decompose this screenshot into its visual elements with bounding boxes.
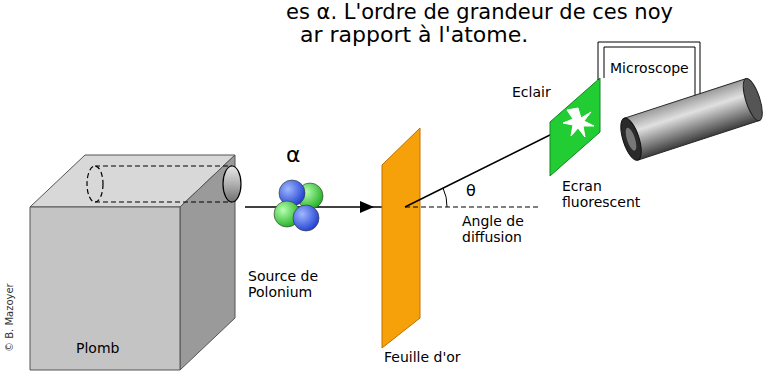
beam-arrowhead [360, 201, 374, 213]
microscope [617, 77, 767, 163]
scattered-path [405, 125, 570, 207]
reference-line [405, 207, 540, 208]
support-wire [604, 47, 695, 97]
part-name: Plomb [76, 340, 119, 356]
part-name: Ecran fluorescent [562, 178, 652, 210]
lead-block [30, 155, 235, 370]
angle-symbol: θ [466, 182, 476, 200]
part-name: Eclair [512, 84, 551, 100]
support-wire [598, 42, 700, 95]
part-name: Source de Polonium [248, 268, 338, 300]
part-name: Microscope [610, 60, 689, 76]
gold-foil [382, 128, 420, 348]
heading-text: es α. L'ordre de grandeur de ces noy [286, 0, 673, 24]
source-tube [87, 166, 241, 202]
part-name: Feuille d'or [384, 349, 461, 365]
part-name: Angle de diffusion [462, 213, 542, 245]
incident-beam [245, 206, 404, 208]
angle-arc [443, 188, 447, 207]
alpha-particle [274, 180, 323, 231]
flash-star [563, 108, 594, 137]
fluorescent-screen [550, 78, 600, 176]
heading-text: ar rapport à l'atome. [300, 22, 528, 47]
copyright-note: © B. Mazoyer [4, 283, 16, 352]
particle-symbol: α [286, 142, 301, 167]
